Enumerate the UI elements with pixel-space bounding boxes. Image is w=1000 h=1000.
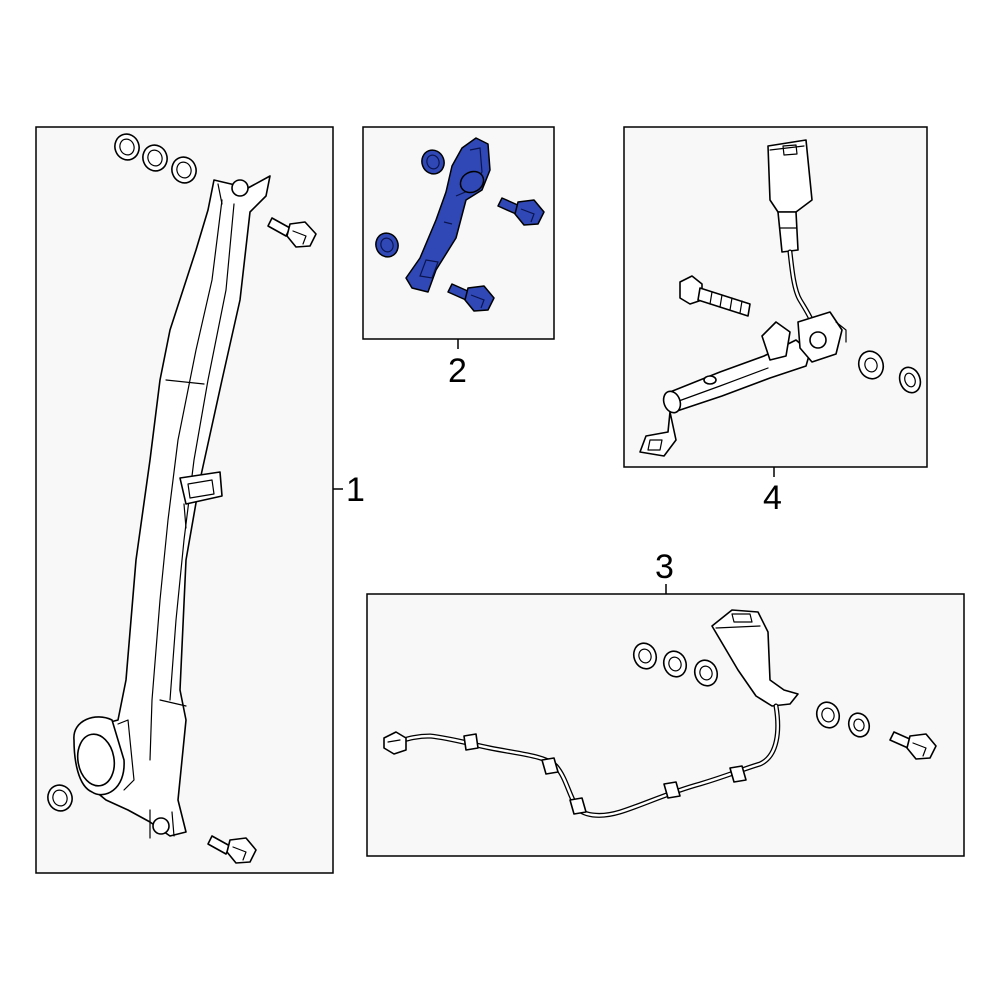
part-3-harness-clips [463, 733, 747, 815]
part-1-washer-lower [47, 784, 73, 812]
part-2-washers [375, 149, 445, 258]
part-3-washers [632, 642, 871, 738]
part-3-connector [383, 731, 407, 755]
callout-1[interactable]: 1 [346, 471, 365, 509]
part-1-bolt-lower [207, 835, 257, 864]
callout-2[interactable]: 2 [448, 352, 467, 390]
part-4-group[interactable]: 4 [623, 126, 928, 517]
part-4-anchor-bar [639, 311, 847, 457]
part-1-washers-top [114, 133, 197, 184]
callout-3[interactable]: 3 [655, 548, 674, 586]
anchor-bracket [405, 137, 491, 293]
part-1-bolt-upper [267, 217, 317, 248]
part-4-buckle [767, 139, 813, 253]
callout-4[interactable]: 4 [763, 479, 782, 517]
part-4-bolt [679, 275, 751, 317]
part-4-nut-washer [857, 350, 922, 394]
part-2-bolt-lower [447, 283, 495, 312]
part-3-group[interactable]: 3 [366, 548, 965, 857]
part-3-bolt [889, 731, 937, 760]
part-2-bolt-upper [497, 197, 545, 226]
part-2-group[interactable]: 2 [362, 126, 555, 390]
retractor-assembly [73, 175, 271, 839]
part-1-group[interactable]: 1 [35, 126, 365, 874]
part-3-buckle [711, 609, 799, 707]
part-3-panel[interactable] [366, 593, 965, 857]
